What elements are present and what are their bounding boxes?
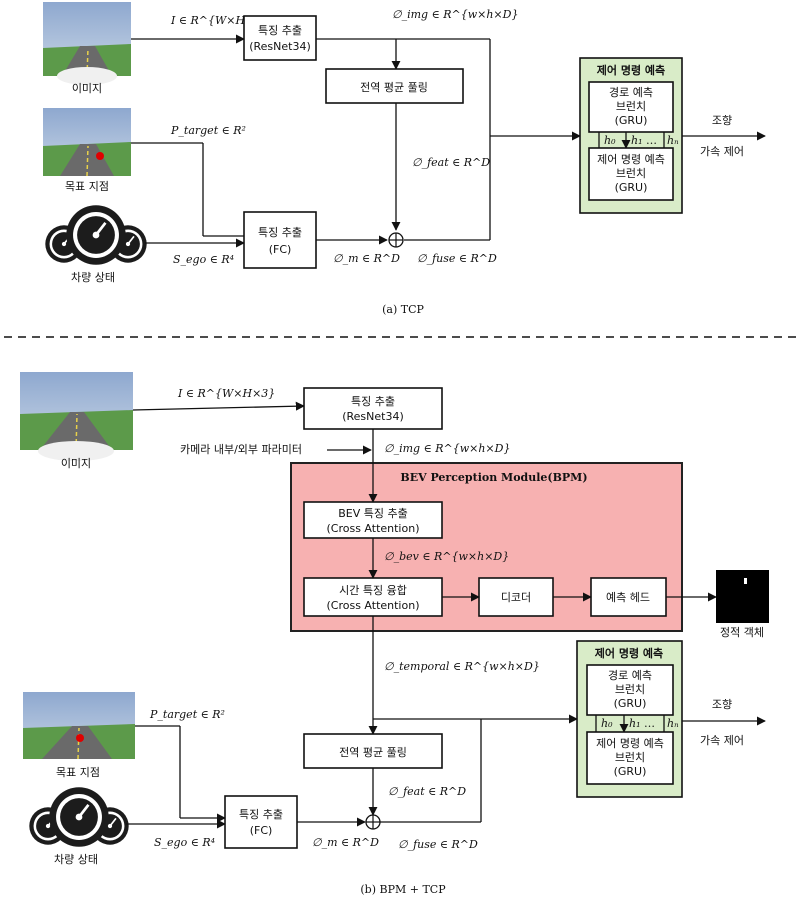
tcp-panel: 이미지 목표 지점 차량 상태 I ∈ R^{W×H×3} P_target ∈…	[43, 2, 766, 316]
bpm-accel-label: 가속 제어	[700, 734, 744, 747]
bpm-image-symbol: I ∈ R^{W×H×3}	[177, 387, 275, 400]
bpm-target-marker-icon	[76, 734, 84, 742]
svg-text:예측 헤드: 예측 헤드	[606, 591, 650, 604]
tcp-steer-label: 조향	[712, 114, 732, 127]
svg-text:(GRU): (GRU)	[614, 765, 647, 778]
bpm-module-title: BEV Perception Module(BPM)	[400, 471, 587, 484]
svg-text:경로 예측: 경로 예측	[609, 86, 653, 99]
bpm-sum-node	[365, 814, 381, 830]
tcp-img-feat-symbol: ∅_img ∈ R^{w×h×D}	[392, 8, 518, 21]
static-object-label: 정적 객체	[720, 626, 764, 639]
static-object-map	[716, 570, 769, 623]
tcp-speedometer-icon	[44, 203, 148, 267]
bev-feature-box: BEV 특징 추출 (Cross Attention)	[303, 501, 443, 539]
svg-text:브런치: 브런치	[615, 683, 645, 696]
svg-text:디코더: 디코더	[501, 591, 531, 604]
bpm-temporal-symbol: ∅_temporal ∈ R^{w×h×D}	[384, 660, 540, 673]
tcp-accel-label: 가속 제어	[700, 145, 744, 158]
svg-text:제어 명령 예측: 제어 명령 예측	[595, 646, 663, 660]
bpm-resnet-box: 특징 추출 (ResNet34)	[303, 387, 443, 430]
bpm-fuse-symbol: ∅_fuse ∈ R^D	[398, 838, 478, 851]
svg-text:…: …	[644, 717, 655, 730]
tcp-image-label: 이미지	[72, 82, 102, 95]
tcp-fc-box: 특징 추출 (FC)	[243, 211, 317, 269]
tcp-m-symbol: ∅_m ∈ R^D	[333, 252, 400, 265]
svg-text:특징 추출: 특징 추출	[351, 395, 395, 408]
svg-text:hₙ: hₙ	[667, 134, 679, 147]
bpm-caption: (b) BPM + TCP	[360, 883, 446, 896]
svg-text:h₁: h₁	[629, 717, 641, 730]
svg-text:h₀: h₀	[601, 717, 613, 730]
svg-text:특징 추출: 특징 추출	[258, 24, 302, 37]
tcp-caption: (a) TCP	[382, 303, 424, 316]
bpm-ego-symbol: S_ego ∈ R⁴	[154, 836, 215, 849]
tcp-camera-image	[43, 2, 131, 85]
bpm-image-label: 이미지	[61, 457, 91, 470]
svg-text:(FC): (FC)	[269, 243, 292, 256]
bpm-target-symbol: P_target ∈ R²	[149, 708, 225, 721]
tcp-feat-symbol: ∅_feat ∈ R^D	[412, 156, 490, 169]
tcp-sum-node	[388, 232, 404, 248]
tcp-control-block: 제어 명령 예측 경로 예측 브런치 (GRU) h₀ h₁ … hₙ 제어 명…	[579, 57, 683, 214]
bpm-m-symbol: ∅_m ∈ R^D	[312, 836, 379, 849]
prediction-head-box: 예측 헤드	[590, 577, 667, 617]
bpm-speedometer-icon	[28, 785, 130, 849]
tcp-resnet-box: 특징 추출 (ResNet34)	[243, 15, 317, 61]
svg-text:(GRU): (GRU)	[615, 114, 648, 127]
bpm-steer-label: 조향	[712, 698, 732, 711]
bpm-feat-symbol: ∅_feat ∈ R^D	[388, 785, 466, 798]
svg-text:…: …	[646, 134, 657, 147]
svg-text:제어 명령 예측: 제어 명령 예측	[597, 63, 665, 77]
bpm-fc-box: 특징 추출 (FC)	[224, 795, 298, 849]
decoder-box: 디코더	[478, 577, 554, 617]
svg-text:시간 특징 융합: 시간 특징 융합	[339, 584, 407, 597]
tcp-target-label: 목표 지점	[65, 180, 109, 193]
bpm-control-block: 제어 명령 예측 경로 예측 브런치 (GRU) h₀ h₁ … hₙ 제어 명…	[576, 640, 683, 798]
bpm-target-label: 목표 지점	[56, 766, 100, 779]
tcp-ego-symbol: S_ego ∈ R⁴	[173, 253, 234, 266]
svg-text:제어 명령 예측: 제어 명령 예측	[596, 737, 664, 750]
bpm-panel: 이미지 I ∈ R^{W×H×3} 특징 추출 (ResNet34) 카메라 내…	[20, 372, 769, 896]
svg-text:제어 명령 예측: 제어 명령 예측	[597, 153, 665, 166]
svg-text:hₙ: hₙ	[667, 717, 679, 730]
svg-text:(ResNet34): (ResNet34)	[249, 40, 311, 53]
bpm-state-label: 차량 상태	[54, 853, 98, 866]
svg-text:경로 예측: 경로 예측	[608, 669, 652, 682]
svg-text:BEV 특징 추출: BEV 특징 추출	[338, 507, 408, 520]
bpm-target-image	[23, 692, 135, 760]
bpm-gap-box: 전역 평균 풀링	[303, 733, 443, 769]
bpm-bev-symbol: ∅_bev ∈ R^{w×h×D}	[384, 550, 509, 563]
svg-text:브런치: 브런치	[616, 167, 646, 180]
bev-perception-module: BEV Perception Module(BPM) BEV 특징 추출 (Cr…	[290, 462, 683, 632]
svg-text:(Cross Attention): (Cross Attention)	[326, 522, 419, 535]
tcp-target-image	[43, 108, 131, 177]
bpm-camera-image	[20, 372, 133, 461]
svg-text:(ResNet34): (ResNet34)	[342, 410, 404, 423]
svg-text:(Cross Attention): (Cross Attention)	[326, 599, 419, 612]
camera-params-label: 카메라 내부/외부 파라미터	[180, 443, 302, 456]
svg-text:(FC): (FC)	[250, 824, 273, 837]
svg-text:브런치: 브런치	[615, 751, 645, 764]
svg-text:특징 추출: 특징 추출	[239, 808, 283, 821]
svg-text:h₀: h₀	[604, 134, 616, 147]
svg-text:(GRU): (GRU)	[615, 181, 648, 194]
svg-text:브런치: 브런치	[616, 100, 646, 113]
svg-text:특징 추출: 특징 추출	[258, 226, 302, 239]
tcp-state-label: 차량 상태	[71, 271, 115, 284]
tcp-fuse-symbol: ∅_fuse ∈ R^D	[417, 252, 497, 265]
svg-text:(GRU): (GRU)	[614, 697, 647, 710]
target-marker-icon	[96, 152, 104, 160]
tcp-target-symbol: P_target ∈ R²	[170, 124, 246, 137]
bpm-img-feat-symbol: ∅_img ∈ R^{w×h×D}	[384, 442, 510, 455]
temporal-fusion-box: 시간 특징 융합 (Cross Attention)	[303, 577, 443, 617]
svg-text:전역 평균 풀링: 전역 평균 풀링	[339, 746, 407, 759]
svg-text:h₁: h₁	[631, 134, 643, 147]
svg-text:전역 평균 풀링: 전역 평균 풀링	[360, 81, 428, 94]
tcp-gap-box: 전역 평균 풀링	[325, 68, 464, 104]
